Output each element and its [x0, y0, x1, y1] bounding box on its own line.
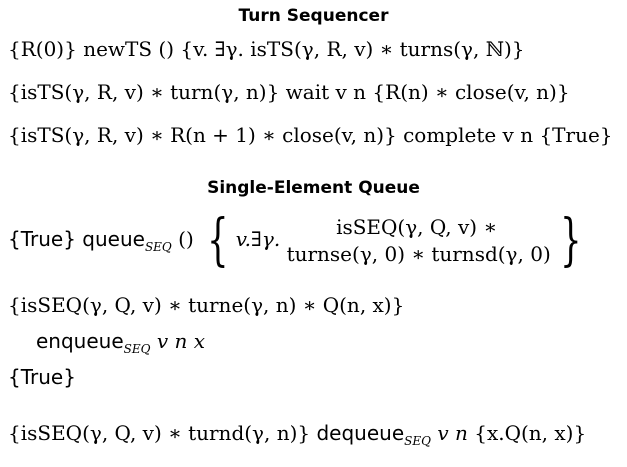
enqueue-fn-sub: SEQ: [123, 342, 151, 356]
spec-enqueue-call: enqueueSEQ v n x: [36, 328, 205, 362]
queue-pre: {True}: [8, 227, 76, 251]
dequeue-post: {x.Q(n, x)}: [474, 421, 587, 445]
right-brace: }: [560, 207, 582, 273]
section-title-turn-sequencer: Turn Sequencer: [238, 6, 389, 26]
queue-post-binder: v.∃γ.: [235, 227, 281, 251]
enqueue-args: v n x: [156, 329, 206, 353]
queue-args: (): [178, 227, 194, 251]
queue-fn: queue: [82, 227, 145, 251]
queue-fn-sub: SEQ: [144, 240, 172, 254]
spec-dequeue: {isSEQ(γ, Q, v) ∗ turnd(γ, n)} dequeueSE…: [8, 420, 586, 454]
dequeue-pre: {isSEQ(γ, Q, v) ∗ turnd(γ, n)}: [8, 421, 311, 445]
queue-post-line1: isSEQ(γ, Q, v) ∗: [336, 214, 498, 239]
section-title-single-element-queue: Single-Element Queue: [207, 178, 420, 198]
dequeue-args: v n: [437, 421, 468, 445]
spec-enqueue-pre: {isSEQ(γ, Q, v) ∗ turne(γ, n) ∗ Q(n, x)}: [8, 293, 405, 317]
spec-queue: {True} queueSEQ () {v.∃γ. isSEQ(γ, Q, v)…: [8, 208, 589, 270]
spec-complete: {isTS(γ, R, v) ∗ R(n + 1) ∗ close(v, n)}…: [8, 123, 613, 147]
dequeue-fn: dequeue: [316, 421, 405, 445]
left-brace: {: [207, 207, 229, 273]
queue-post-line2: turnse(γ, 0) ∗ turnsd(γ, 0): [286, 241, 551, 266]
spec-enqueue-post: {True}: [8, 365, 76, 389]
spec-wait: {isTS(γ, R, v) ∗ turn(γ, n)} wait v n {R…: [8, 80, 570, 104]
queue-post-stack: isSEQ(γ, Q, v) ∗ turnse(γ, 0) ∗ turnsd(γ…: [286, 214, 551, 268]
enqueue-fn: enqueue: [36, 329, 124, 353]
spec-newts: {R(0)} newTS () {v. ∃γ. isTS(γ, R, v) ∗ …: [8, 37, 525, 61]
dequeue-fn-sub: SEQ: [404, 434, 431, 448]
